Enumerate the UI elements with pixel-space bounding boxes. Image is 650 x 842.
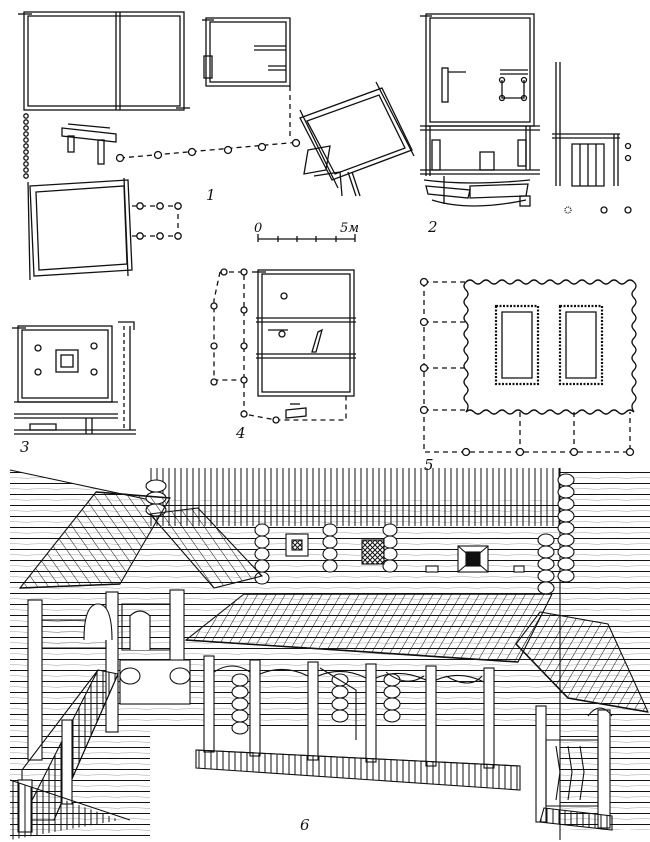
scale-bar: [257, 234, 356, 242]
plan-4-label: 4: [235, 424, 246, 442]
scale-end-label: 5м: [340, 221, 359, 236]
view-6-reconstruction: [9, 468, 650, 840]
plan-2-label: 2: [427, 218, 438, 236]
plan-1-label: 1: [206, 186, 216, 204]
plan-5: [419, 277, 637, 457]
plan-3: [12, 321, 136, 435]
window-2: [361, 539, 385, 565]
plan-2: [420, 13, 632, 214]
scale-start-label: 0: [254, 221, 262, 236]
plan-3-label: 3: [20, 438, 30, 456]
plan-1-post-holes: [115, 138, 301, 163]
plan-5-label: 5: [424, 456, 434, 474]
plan-1-stone-chain: [23, 113, 29, 179]
right-porch-balusters: [555, 745, 585, 801]
plan-4: [210, 268, 356, 424]
view-6-label: 6: [300, 816, 310, 834]
plan-1: [18, 11, 415, 281]
